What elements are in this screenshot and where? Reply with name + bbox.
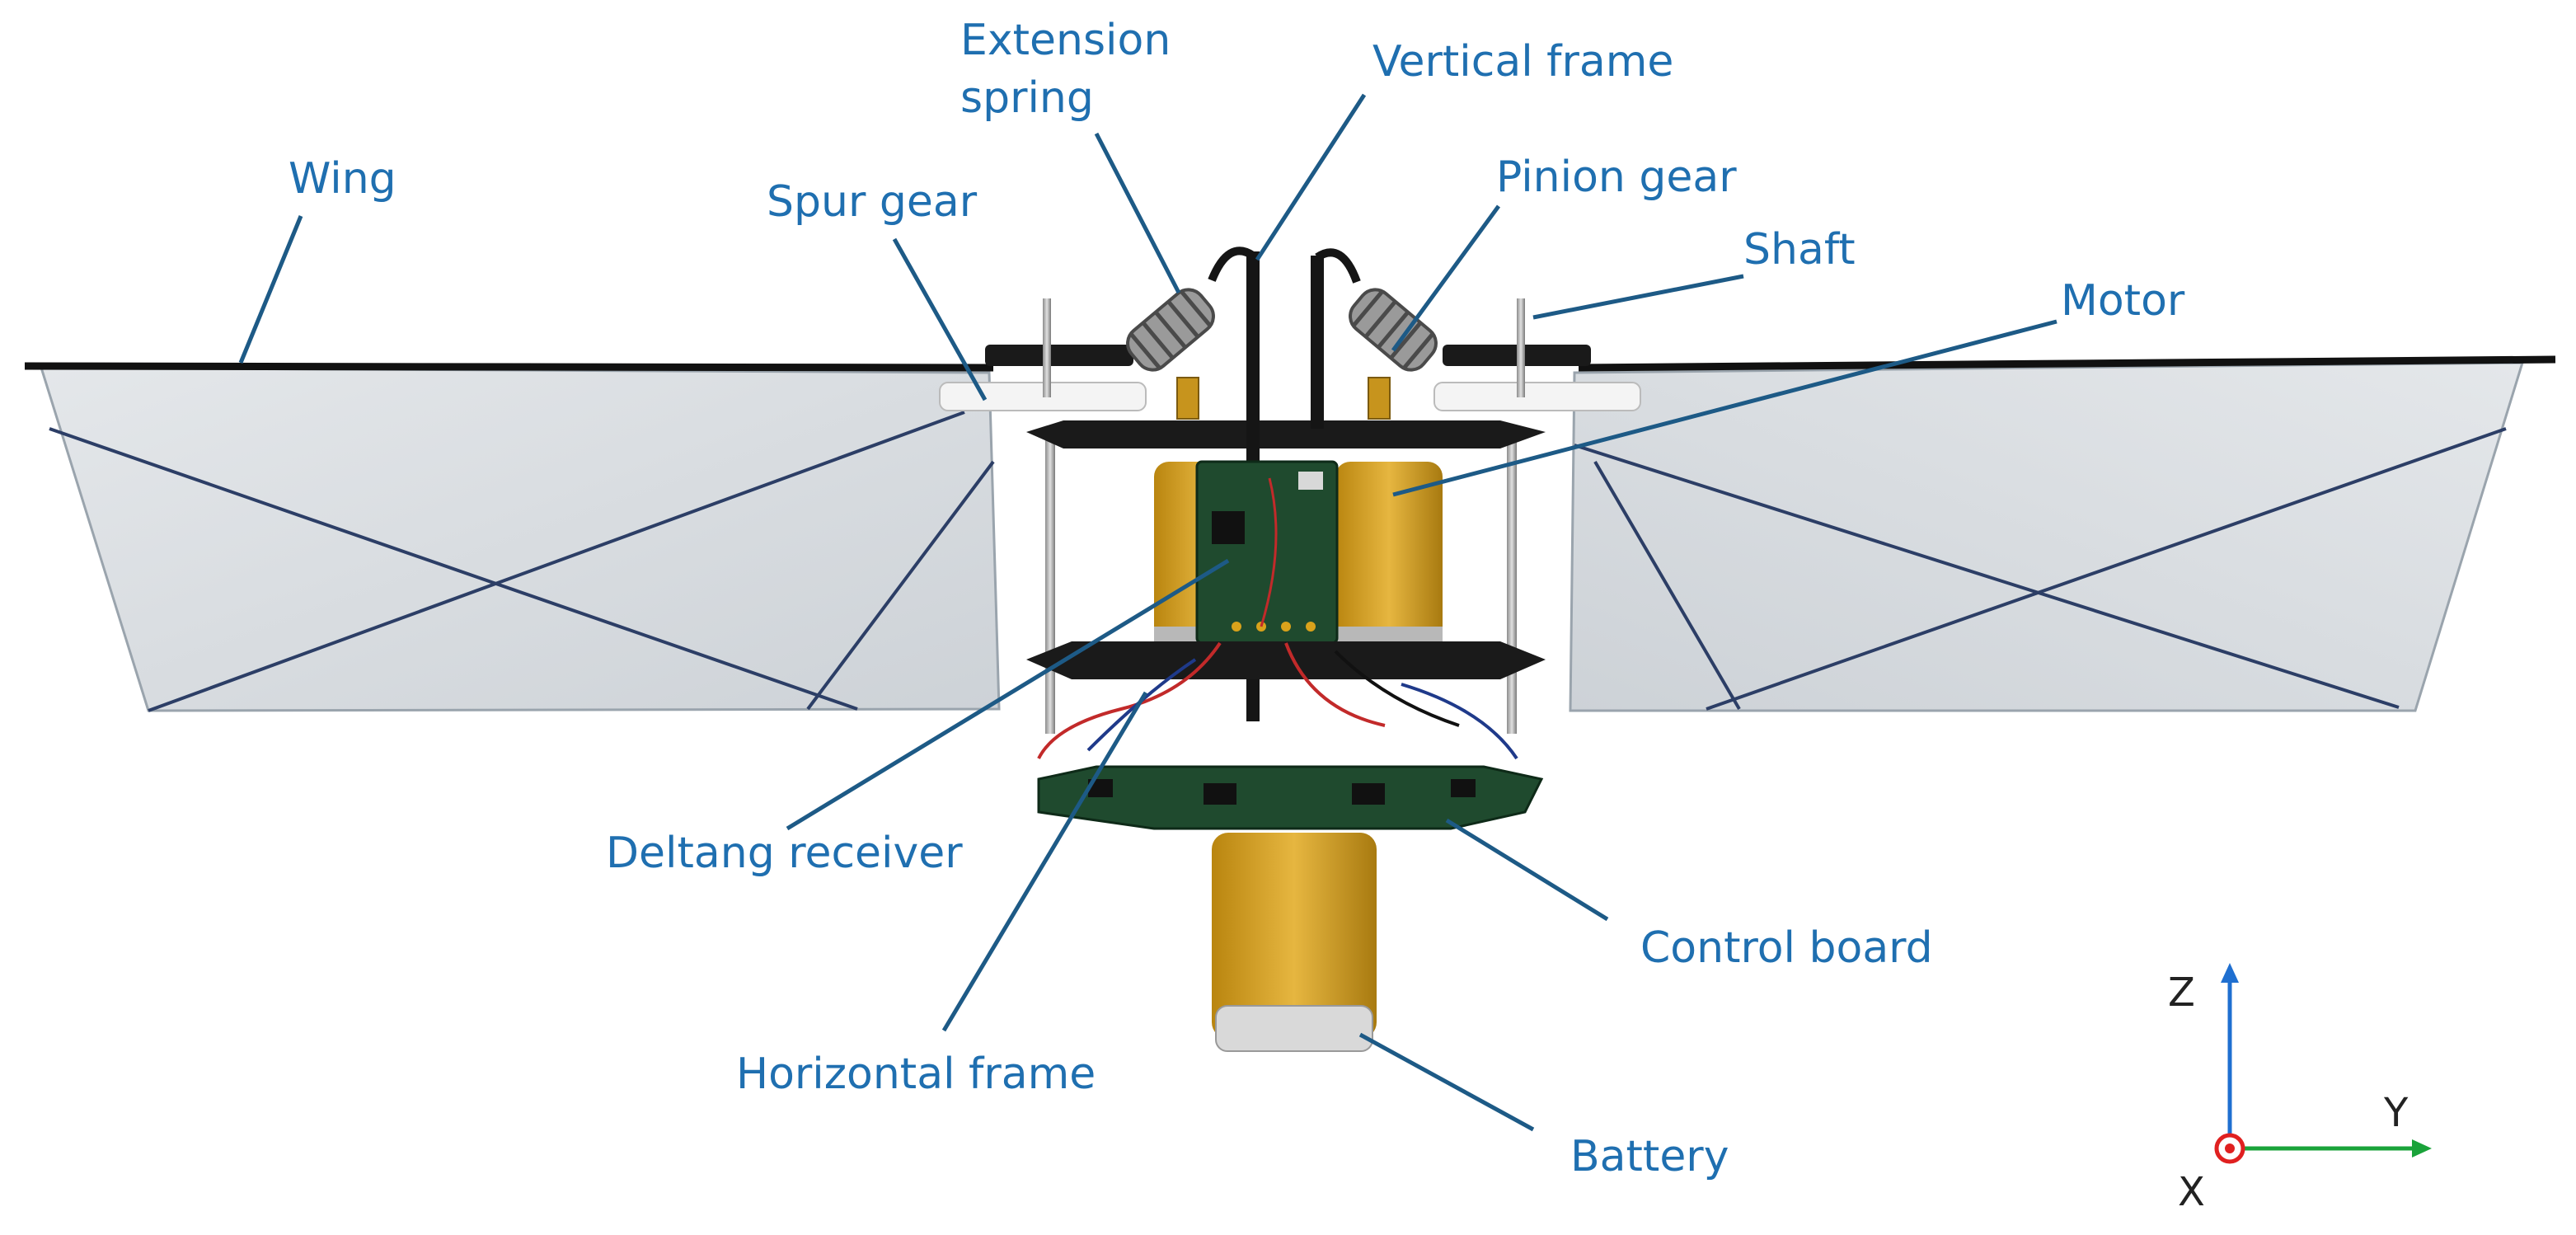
bottom-horizontal-frame (1026, 641, 1546, 679)
y-axis-label: Y (2384, 1090, 2409, 1136)
y-arrowhead-icon (2412, 1139, 2432, 1158)
control-board (1037, 765, 1544, 830)
pinion-gear-label: Pinion gear (1496, 153, 1737, 202)
z-axis-label: Z (2168, 970, 2195, 1016)
vertical-frame-label: Vertical frame (1372, 37, 1674, 87)
extension-spring-label-line1: Extension (960, 16, 1171, 65)
extension-spring-label-line2: spring (960, 73, 1094, 123)
pinion-gears (1176, 377, 1391, 420)
right-wing (1569, 355, 2556, 712)
axes-indicator (2214, 963, 2432, 1164)
wing-label: Wing (289, 154, 396, 204)
deltang-receiver-label: Deltang receiver (606, 829, 963, 878)
motor-label: Motor (2061, 276, 2185, 326)
gear-hubs (985, 345, 1591, 366)
control-board-label: Control board (1640, 923, 1933, 973)
left-wing (24, 362, 1001, 712)
leader-lines (238, 93, 2058, 1132)
z-arrowhead-icon (2221, 963, 2239, 983)
x-axis-label: X (2178, 1169, 2205, 1215)
deltang-receiver (1195, 460, 1339, 645)
battery (1212, 833, 1377, 1052)
shaft-label: Shaft (1743, 225, 1856, 275)
spur-gear-label: Spur gear (767, 177, 978, 227)
battery-label: Battery (1570, 1132, 1729, 1181)
extension-springs (1126, 288, 1438, 372)
horizontal-frame-label: Horizontal frame (736, 1050, 1096, 1099)
top-horizontal-frame (1026, 420, 1546, 448)
